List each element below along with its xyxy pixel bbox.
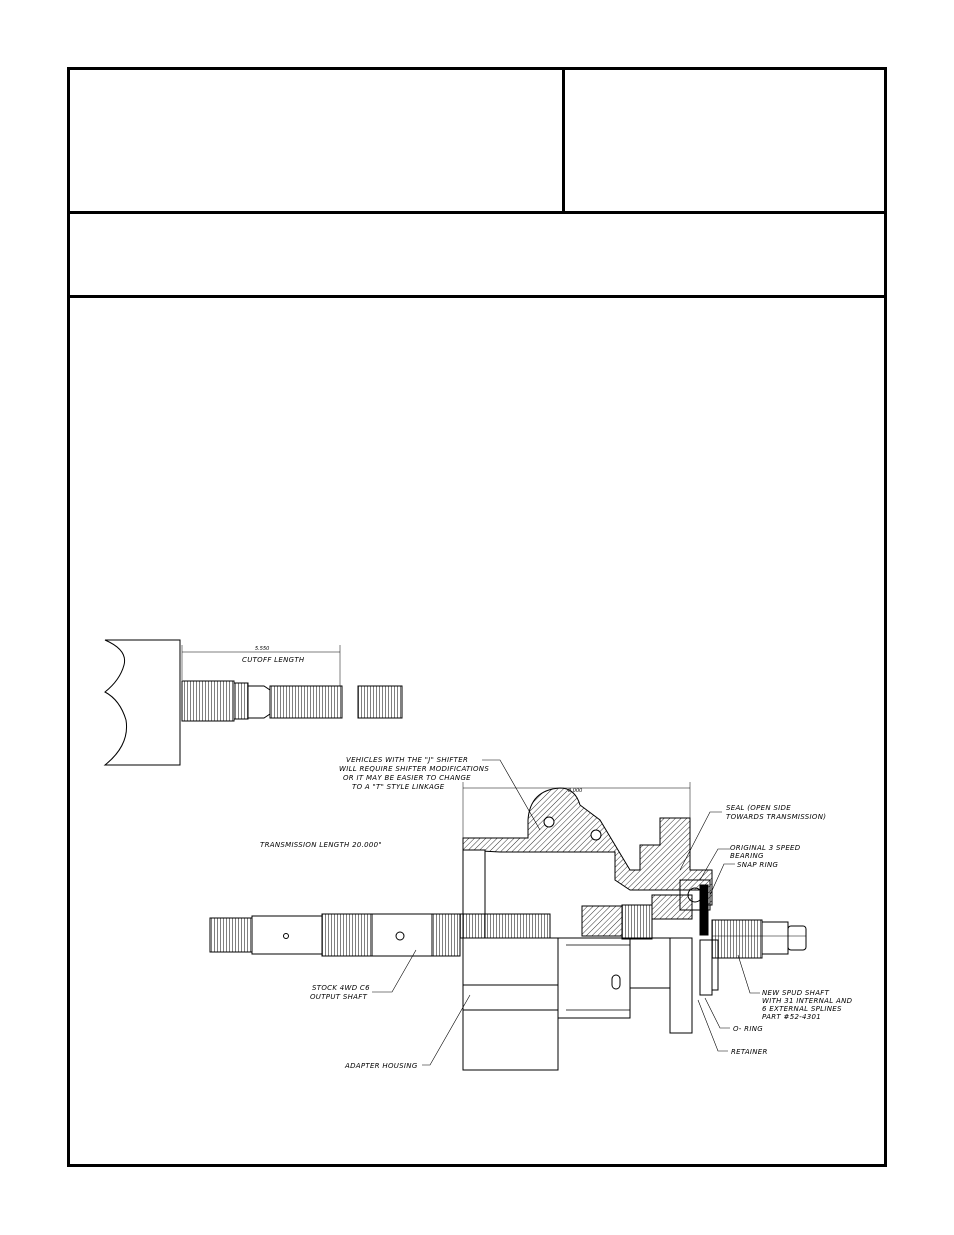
spud-shaft-callout-line-2: WITH 31 INTERNAL AND	[762, 997, 853, 1005]
cutoff-detail	[103, 639, 403, 766]
output-shaft-callout-line-2: OUTPUT SHAFT	[310, 993, 368, 1001]
title-divider	[562, 70, 565, 212]
overall-dimension: 8.000	[568, 788, 582, 794]
cutoff-dimension: 5.550	[255, 646, 269, 652]
shifter-note: VEHICLES WITH THE "J" SHIFTER WILL REQUI…	[339, 756, 489, 791]
title-row-border	[70, 211, 884, 214]
bearing-callout: ORIGINAL 3 SPEED BEARING	[730, 844, 801, 860]
bearing-callout-line-2: BEARING	[730, 852, 764, 860]
bearing-callout-line-1: ORIGINAL 3 SPEED	[730, 844, 801, 852]
spud-shaft-callout-line-3: 6 EXTERNAL SPLINES	[762, 1005, 842, 1013]
output-shaft-callout-line-1: STOCK 4WD C6	[312, 984, 370, 992]
cutoff-length-label: CUTOFF LENGTH	[242, 656, 305, 664]
snap-ring-callout: SNAP RING	[737, 861, 778, 869]
o-ring-callout: O- RING	[733, 1025, 763, 1033]
adapter-housing-callout: ADAPTER HOUSING	[344, 1062, 418, 1070]
drawing-sheet	[67, 67, 887, 1167]
spud-shaft-callout-line-1: NEW SPUD SHAFT	[762, 989, 830, 997]
transmission-length-label: TRANSMISSION LENGTH 20.000"	[260, 841, 382, 849]
seal-callout: SEAL (OPEN SIDE TOWARDS TRANSMISSION)	[726, 804, 826, 821]
subtitle-row-border	[70, 295, 884, 298]
assembly-section-view	[209, 759, 807, 1071]
spud-shaft-callout: NEW SPUD SHAFT WITH 31 INTERNAL AND 6 EX…	[762, 989, 853, 1021]
retainer-callout: RETAINER	[731, 1048, 768, 1056]
shifter-note-line-2: WILL REQUIRE SHIFTER MODIFICATIONS	[339, 765, 489, 773]
seal-callout-line-1: SEAL (OPEN SIDE	[726, 804, 791, 812]
seal-callout-line-2: TOWARDS TRANSMISSION)	[726, 813, 826, 821]
output-shaft-callout: STOCK 4WD C6 OUTPUT SHAFT	[310, 984, 370, 1001]
spud-shaft-callout-line-4: PART #52-4301	[762, 1013, 821, 1021]
shifter-note-line-4: TO A "T" STYLE LINKAGE	[352, 783, 445, 791]
shifter-note-line-3: OR IT MAY BE EASIER TO CHANGE	[343, 774, 471, 782]
shifter-note-line-1: VEHICLES WITH THE "J" SHIFTER	[346, 756, 468, 764]
